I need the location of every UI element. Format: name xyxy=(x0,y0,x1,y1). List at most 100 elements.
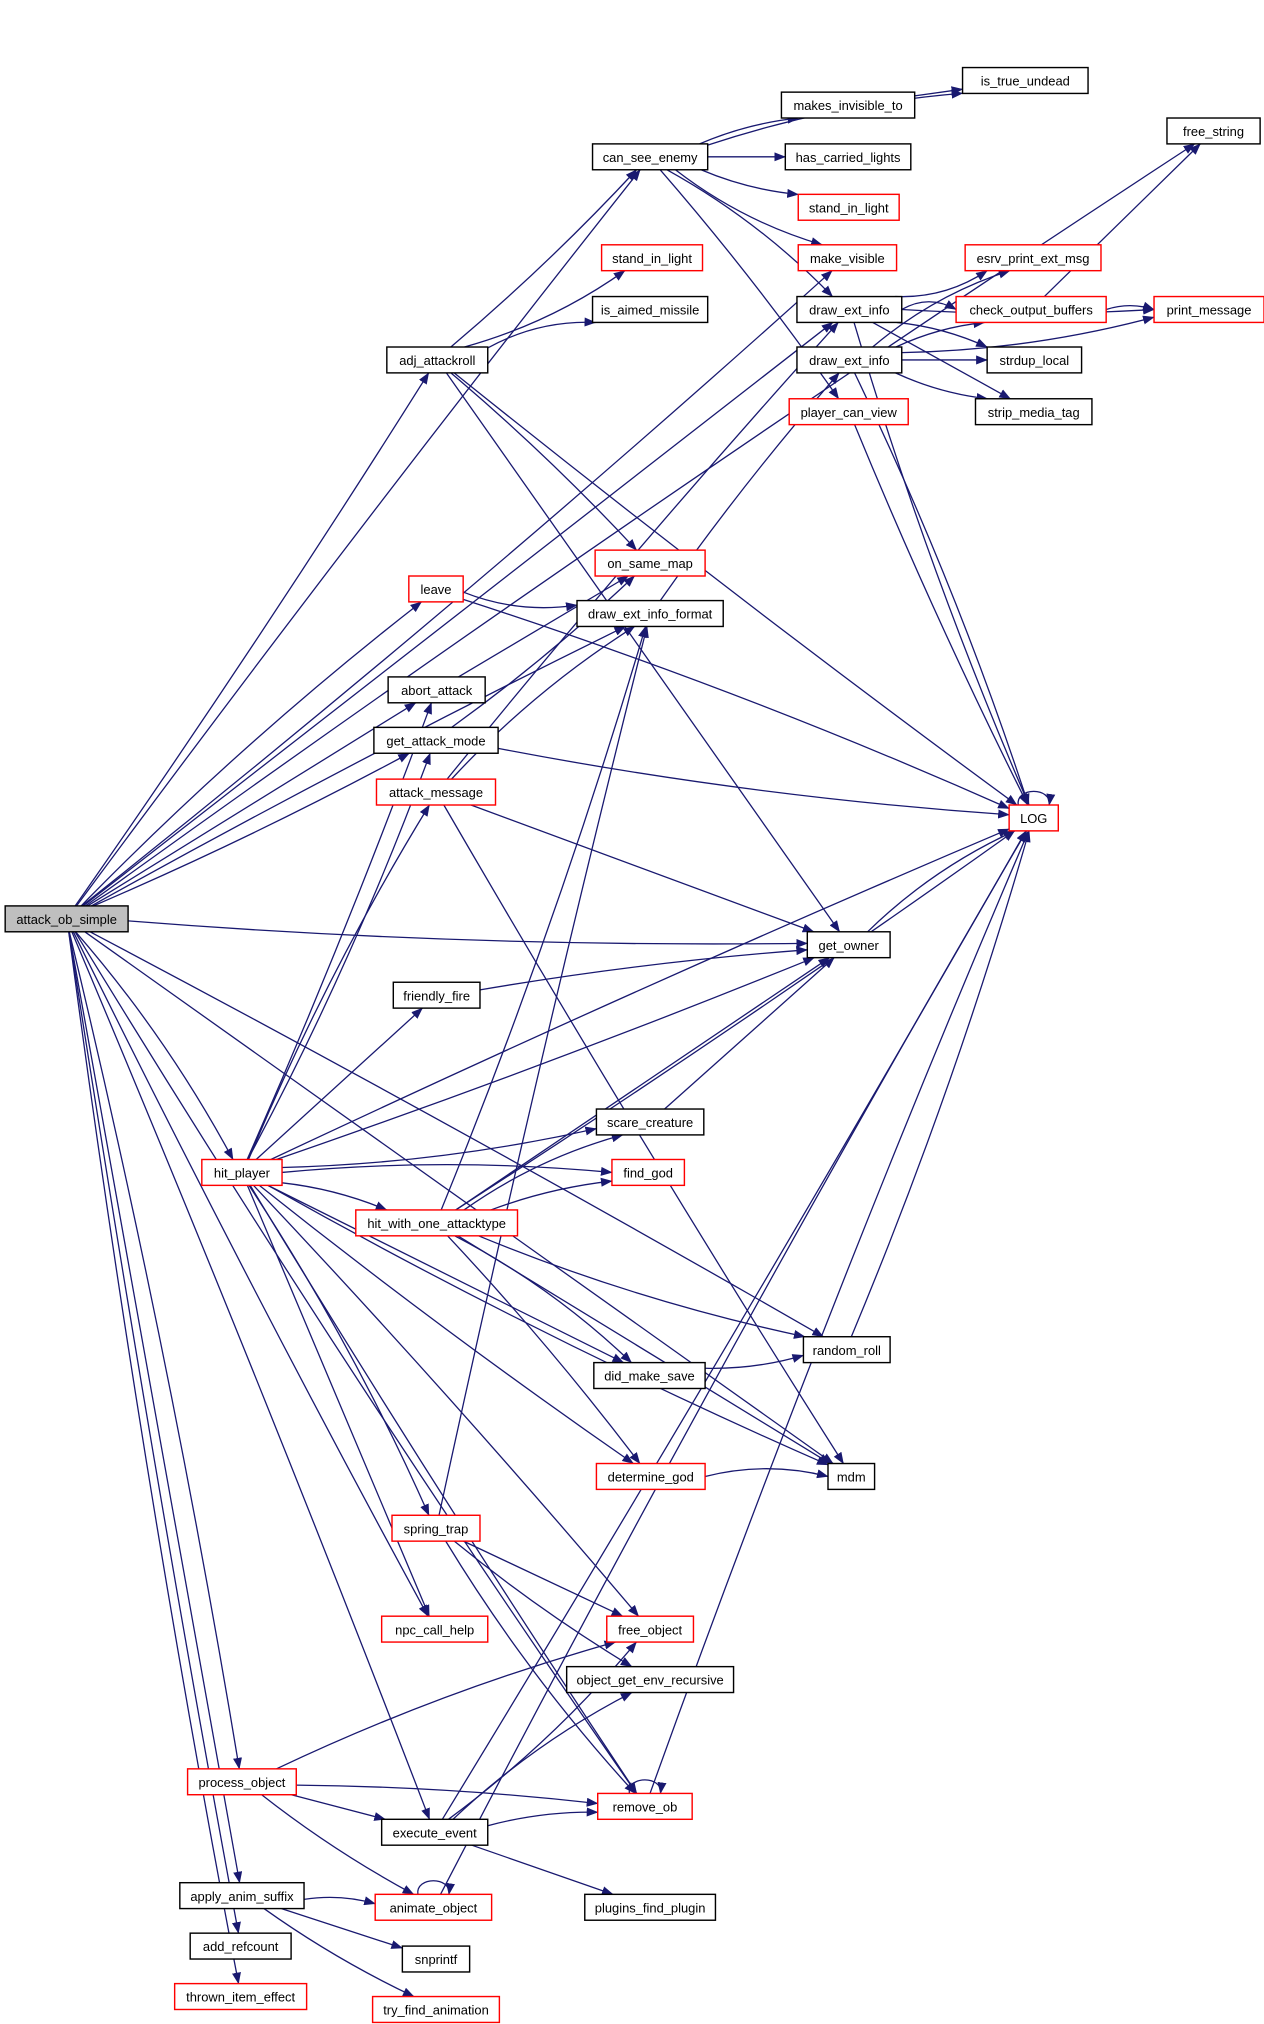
node-box[interactable] xyxy=(201,1158,283,1187)
node-attack_ob_simple[interactable]: attack_ob_simple xyxy=(4,905,129,933)
node-print_message[interactable]: print_message xyxy=(1153,295,1264,324)
node-determine_god[interactable]: determine_god xyxy=(595,1462,706,1491)
node-box[interactable] xyxy=(591,143,709,171)
node-mdm[interactable]: mdm xyxy=(827,1462,876,1491)
node-box[interactable] xyxy=(179,1881,305,1910)
node-box[interactable] xyxy=(173,1982,308,2011)
node-box[interactable] xyxy=(1008,804,1060,832)
node-strdup_local[interactable]: strdup_local xyxy=(986,346,1083,374)
node-box[interactable] xyxy=(964,244,1102,272)
node-get_attack_mode[interactable]: get_attack_mode xyxy=(373,726,499,754)
node-box[interactable] xyxy=(797,244,898,272)
node-box[interactable] xyxy=(797,193,900,221)
node-apply_anim_suffix[interactable]: apply_anim_suffix xyxy=(179,1881,305,1910)
node-box[interactable] xyxy=(1166,117,1261,145)
node-hit_with_one_attacktype[interactable]: hit_with_one_attacktype xyxy=(355,1209,519,1237)
node-box[interactable] xyxy=(374,1893,493,1921)
node-animate_object[interactable]: animate_object xyxy=(374,1893,493,1921)
node-abort_attack[interactable]: abort_attack xyxy=(387,676,486,704)
node-box[interactable] xyxy=(355,1209,519,1237)
node-box[interactable] xyxy=(386,346,489,374)
node-friendly_fire[interactable]: friendly_fire xyxy=(392,981,481,1009)
node-has_carried_lights[interactable]: has_carried_lights xyxy=(784,143,912,171)
node-box[interactable] xyxy=(597,1792,693,1821)
node-box[interactable] xyxy=(380,1818,489,1846)
node-hit_player[interactable]: hit_player xyxy=(201,1158,283,1187)
node-box[interactable] xyxy=(401,1945,471,1973)
node-did_make_save[interactable]: did_make_save xyxy=(593,1361,706,1390)
node-process_object[interactable]: process_object xyxy=(186,1768,297,1796)
node-object_get_env_recursive[interactable]: object_get_env_recursive xyxy=(565,1665,735,1694)
node-box[interactable] xyxy=(387,676,486,704)
node-box[interactable] xyxy=(784,143,912,171)
node-box[interactable] xyxy=(584,1893,717,1921)
node-snprintf[interactable]: snprintf xyxy=(401,1945,471,1973)
node-box[interactable] xyxy=(375,778,497,806)
node-make_visible[interactable]: make_visible xyxy=(797,244,898,272)
node-box[interactable] xyxy=(576,599,724,628)
node-leave[interactable]: leave xyxy=(408,575,464,603)
node-spring_trap[interactable]: spring_trap xyxy=(391,1514,481,1542)
node-find_god[interactable]: find_god xyxy=(611,1158,686,1187)
node-box[interactable] xyxy=(788,398,909,426)
node-box[interactable] xyxy=(391,1514,481,1542)
node-box[interactable] xyxy=(380,1615,489,1643)
node-box[interactable] xyxy=(371,1995,501,2024)
node-box[interactable] xyxy=(780,91,916,119)
node-thrown_item_effect[interactable]: thrown_item_effect xyxy=(173,1982,308,2011)
node-box[interactable] xyxy=(611,1158,686,1187)
node-box[interactable] xyxy=(961,66,1089,95)
node-on_same_map[interactable]: on_same_map xyxy=(594,549,706,577)
node-box[interactable] xyxy=(593,1361,706,1390)
node-box[interactable] xyxy=(408,575,464,603)
node-player_can_view[interactable]: player_can_view xyxy=(788,398,909,426)
node-box[interactable] xyxy=(591,295,709,324)
node-stand_in_light_b[interactable]: stand_in_light xyxy=(600,244,704,272)
node-plugins_find_plugin[interactable]: plugins_find_plugin xyxy=(584,1893,717,1921)
node-check_output_buffers[interactable]: check_output_buffers xyxy=(955,295,1107,324)
node-adj_attackroll[interactable]: adj_attackroll xyxy=(386,346,489,374)
node-box[interactable] xyxy=(189,1932,292,1960)
node-attack_message[interactable]: attack_message xyxy=(375,778,497,806)
node-get_owner[interactable]: get_owner xyxy=(806,931,891,959)
node-box[interactable] xyxy=(802,1336,891,1364)
node-box[interactable] xyxy=(565,1665,735,1694)
node-box[interactable] xyxy=(1153,295,1264,324)
node-box[interactable] xyxy=(594,549,706,577)
node-try_find_animation[interactable]: try_find_animation xyxy=(371,1995,501,2024)
node-box[interactable] xyxy=(392,981,481,1009)
node-npc_call_help[interactable]: npc_call_help xyxy=(380,1615,489,1643)
node-box[interactable] xyxy=(955,295,1107,324)
node-box[interactable] xyxy=(4,905,129,933)
node-random_roll[interactable]: random_roll xyxy=(802,1336,891,1364)
node-makes_invisible_to[interactable]: makes_invisible_to xyxy=(780,91,916,119)
node-add_refcount[interactable]: add_refcount xyxy=(189,1932,292,1960)
node-box[interactable] xyxy=(373,726,499,754)
node-box[interactable] xyxy=(595,1108,705,1136)
node-esrv_print_ext_msg[interactable]: esrv_print_ext_msg xyxy=(964,244,1102,272)
node-draw_ext_info_1[interactable]: draw_ext_info xyxy=(796,295,903,324)
node-is_true_undead[interactable]: is_true_undead xyxy=(961,66,1089,95)
node-scare_creature[interactable]: scare_creature xyxy=(595,1108,705,1136)
node-remove_ob[interactable]: remove_ob xyxy=(597,1792,693,1821)
node-box[interactable] xyxy=(595,1462,706,1491)
node-is_aimed_missile[interactable]: is_aimed_missile xyxy=(591,295,709,324)
node-strip_media_tag[interactable]: strip_media_tag xyxy=(974,398,1093,426)
node-can_see_enemy[interactable]: can_see_enemy xyxy=(591,143,709,171)
node-free_object[interactable]: free_object xyxy=(606,1615,695,1643)
node-box[interactable] xyxy=(974,398,1093,426)
node-box[interactable] xyxy=(806,931,891,959)
node-box[interactable] xyxy=(796,295,903,324)
node-draw_ext_info_2[interactable]: draw_ext_info xyxy=(796,346,903,374)
node-execute_event[interactable]: execute_event xyxy=(380,1818,489,1846)
node-box[interactable] xyxy=(186,1768,297,1796)
node-box[interactable] xyxy=(827,1462,876,1491)
node-box[interactable] xyxy=(986,346,1083,374)
node-box[interactable] xyxy=(600,244,704,272)
node-LOG[interactable]: LOG xyxy=(1008,804,1060,832)
node-free_string[interactable]: free_string xyxy=(1166,117,1261,145)
node-draw_ext_info_format[interactable]: draw_ext_info_format xyxy=(576,599,724,628)
node-box[interactable] xyxy=(606,1615,695,1643)
node-box[interactable] xyxy=(796,346,903,374)
node-stand_in_light_a[interactable]: stand_in_light xyxy=(797,193,900,221)
